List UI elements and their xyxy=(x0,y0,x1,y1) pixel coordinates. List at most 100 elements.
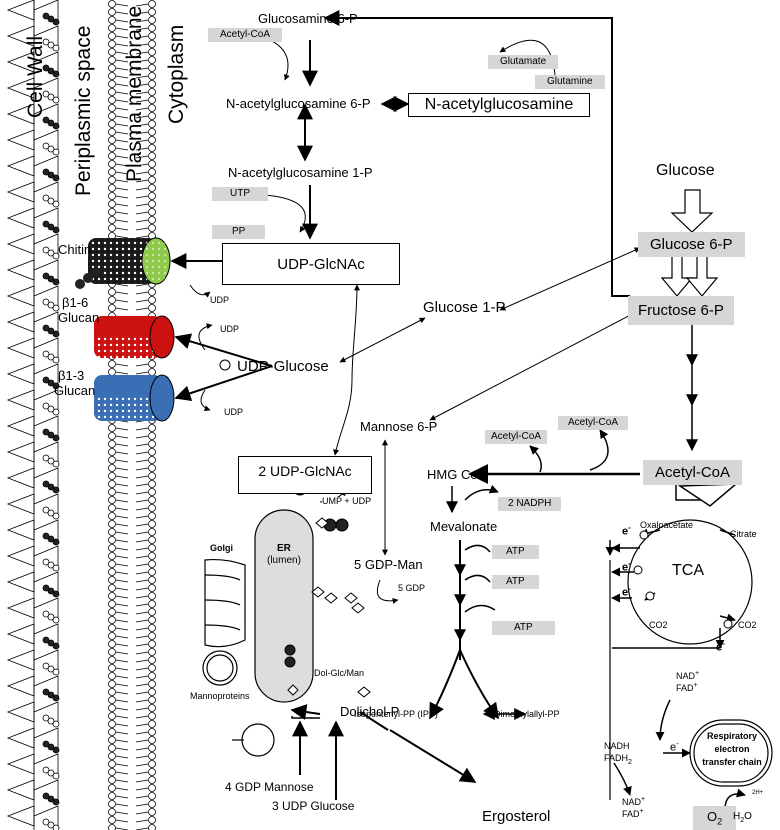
cell-wall-triangle xyxy=(6,753,59,776)
lipid-head xyxy=(108,640,116,648)
lipid-head xyxy=(108,520,116,528)
atp-cofactor-2: ATP xyxy=(492,575,539,589)
lipid-head xyxy=(148,8,156,16)
cell-wall-bead xyxy=(42,298,50,306)
lipid-head xyxy=(148,752,156,760)
lipid-tail xyxy=(115,755,149,759)
lipid-head xyxy=(108,224,116,232)
resp-line-2: electron xyxy=(714,744,750,754)
lipid-tail xyxy=(115,35,149,39)
cell-wall-bead xyxy=(47,145,55,153)
cell-wall-bead xyxy=(42,38,50,46)
cell-wall-triangle xyxy=(6,25,59,48)
lipid-tail xyxy=(115,715,149,719)
lipid-head xyxy=(108,16,116,24)
lipid-tail xyxy=(115,627,149,631)
cell-wall-bead xyxy=(52,200,60,208)
lipid-tail xyxy=(115,43,149,47)
lipid-tail xyxy=(115,803,149,807)
cell-wall-triangle xyxy=(6,129,59,152)
lipid-head xyxy=(148,192,156,200)
cell-wall-bead xyxy=(47,587,55,595)
cell-wall-bead xyxy=(47,509,55,517)
acetyl-coa-cofactor-a: Acetyl-CoA xyxy=(485,430,548,444)
lipid-head xyxy=(148,104,156,112)
nadph-cofactor: 2 NADPH xyxy=(498,497,562,511)
lipid-tail xyxy=(115,747,149,751)
cell-wall-triangle xyxy=(6,545,59,568)
lipid-head xyxy=(108,8,116,16)
cell-wall-bead xyxy=(42,584,50,592)
cell-wall-bead xyxy=(52,434,60,442)
cell-wall-bead xyxy=(47,431,55,439)
atp-cofactor-1: ATP xyxy=(492,545,539,559)
glucose-6p: Glucose 6-P xyxy=(638,232,745,257)
lipid-head xyxy=(108,192,116,200)
lipid-tail xyxy=(115,571,149,575)
nad-bottom: NAD+ xyxy=(622,796,646,807)
cell-wall-triangle xyxy=(6,77,59,100)
lipid-tail xyxy=(115,731,149,735)
cell-wall-bead xyxy=(52,746,60,754)
lipid-head xyxy=(108,40,116,48)
lipid-tail xyxy=(115,507,149,511)
cell-wall-bead xyxy=(42,142,50,150)
lipid-tail xyxy=(115,451,149,455)
lipid-tail xyxy=(115,699,149,703)
lipid-head xyxy=(148,72,156,80)
cell-wall-triangle xyxy=(6,675,59,698)
cell-wall-bead xyxy=(52,382,60,390)
cell-wall-bead xyxy=(52,460,60,468)
b13-glucan-synthase xyxy=(94,374,175,422)
dol-glc-man: Dol-Glc/Man xyxy=(314,668,365,678)
dolichol-p: Dolichol-P xyxy=(340,704,400,719)
lipid-head xyxy=(108,64,116,72)
lipid-tail xyxy=(115,795,149,799)
lipid-tail xyxy=(115,131,149,135)
lipid-head xyxy=(108,472,116,480)
er-label: ER xyxy=(277,543,291,554)
cytoplasm-label: Cytoplasm xyxy=(165,24,188,124)
lipid-tail xyxy=(115,427,149,431)
electron-5: e- xyxy=(670,739,679,754)
lipid-tail xyxy=(115,467,149,471)
electron-4: e- xyxy=(716,639,725,654)
lipid-head xyxy=(108,496,116,504)
cell-wall-triangle xyxy=(6,285,59,308)
cell-wall-bead xyxy=(42,376,50,384)
cell-wall-bead xyxy=(42,454,50,462)
lipid-tail xyxy=(115,371,149,375)
ipp: Isopentenyl-PP (IPP) xyxy=(354,709,438,719)
cell-wall-bead xyxy=(47,301,55,309)
cell-wall-bead xyxy=(42,272,50,280)
lipid-head xyxy=(108,488,116,496)
lipid-tail xyxy=(115,547,149,551)
nad-top: NAD+ xyxy=(676,670,700,681)
lipid-head xyxy=(148,200,156,208)
cell-wall-triangle xyxy=(6,597,59,620)
lipid-tail xyxy=(115,283,149,287)
lipid-tail xyxy=(115,787,149,791)
cell-wall-label: Cell Wall xyxy=(24,35,47,118)
cell-wall-bead xyxy=(52,538,60,546)
lipid-head xyxy=(108,808,116,816)
lipid-head xyxy=(148,296,156,304)
plasma-membrane-label: Plasma membrane xyxy=(123,5,146,182)
cell-wall-bead xyxy=(47,535,55,543)
cell-wall-triangle xyxy=(6,389,59,412)
lipid-head xyxy=(108,752,116,760)
lipid-head xyxy=(108,568,116,576)
cell-wall-bead xyxy=(47,639,55,647)
lipid-head xyxy=(148,816,156,824)
lipid-tail xyxy=(115,219,149,223)
lipid-tail xyxy=(115,779,149,783)
lipid-tail xyxy=(115,707,149,711)
lipid-head xyxy=(108,168,116,176)
lipid-head xyxy=(108,776,116,784)
lipid-tail xyxy=(115,691,149,695)
cell-wall-bead xyxy=(42,766,50,774)
lipid-tail xyxy=(115,91,149,95)
cell-wall-bead xyxy=(47,275,55,283)
lipid-tail xyxy=(115,603,149,607)
golgi-label: Golgi xyxy=(210,543,233,553)
